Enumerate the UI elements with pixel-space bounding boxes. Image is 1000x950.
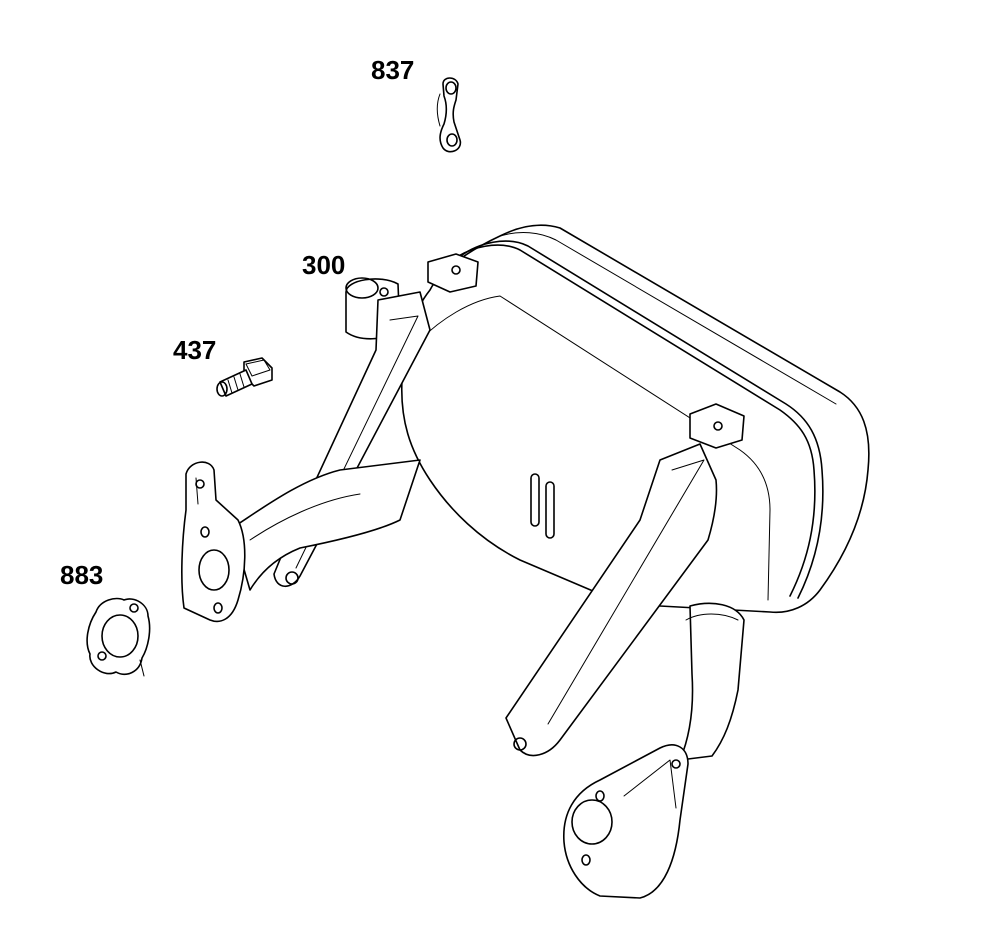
part-837-plate (436, 77, 462, 153)
part-437-bolt (216, 357, 273, 397)
label-437: 437 (173, 335, 217, 365)
label-300: 300 (302, 250, 346, 280)
label-837: 837 (371, 55, 415, 85)
part-883-gasket (86, 597, 151, 677)
part-300-muffler (181, 224, 870, 899)
label-883: 883 (60, 560, 104, 590)
